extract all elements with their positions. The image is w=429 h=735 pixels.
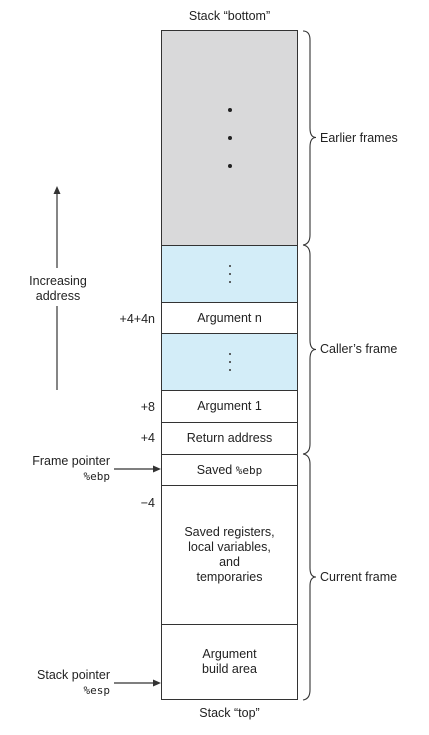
offset-saved-regs: −4 — [140, 496, 155, 510]
stack-pointer-label: Stack pointer %esp — [37, 668, 110, 697]
stack-pointer-arrow-icon — [114, 679, 161, 687]
callers-frame-label: Caller’s frame — [320, 342, 398, 356]
current-frame-label: Current frame — [320, 570, 398, 584]
caller-dots-block-2 — [162, 334, 297, 391]
earlier-frames-brace-icon — [302, 30, 317, 246]
caller-dots-block-1 — [162, 246, 297, 303]
argument-n-cell: Argument n — [162, 303, 297, 334]
argument-build-area-cell: Argument build area — [162, 625, 297, 698]
vertical-ellipsis-icon — [228, 350, 231, 374]
earlier-frames-block — [162, 31, 297, 246]
increasing-address-label: Increasing address — [29, 274, 87, 303]
offset-arg-1: +8 — [140, 400, 155, 414]
offset-return: +4 — [140, 431, 155, 445]
return-address-cell: Return address — [162, 423, 297, 455]
earlier-frames-label: Earlier frames — [320, 131, 398, 145]
vertical-ellipsis-icon — [228, 262, 231, 286]
argument-build-text: Argument build area — [202, 646, 257, 676]
stack-top-label: Stack “top” — [199, 706, 260, 720]
offset-arg-n: +4+4n — [119, 312, 155, 326]
increasing-address-arrow-icon — [53, 186, 61, 390]
stack-column: Argument n Argument 1 Return address Sav… — [161, 30, 298, 700]
current-frame-brace-icon — [302, 453, 317, 701]
argument-1-cell: Argument 1 — [162, 391, 297, 423]
vertical-ellipsis-icon — [227, 96, 232, 180]
frame-braces — [302, 30, 317, 701]
stack-bottom-label: Stack “bottom” — [188, 9, 271, 23]
saved-registers-cell: Saved registers, local variables, and te… — [162, 486, 297, 625]
frame-pointer-label: Frame pointer %ebp — [32, 454, 110, 483]
saved-ebp-cell: Saved %ebp — [162, 455, 297, 486]
saved-ebp-reg: %ebp — [235, 463, 263, 477]
saved-registers-text: Saved registers, local variables, and te… — [184, 525, 275, 584]
callers-frame-brace-icon — [302, 244, 317, 455]
saved-ebp-text: Saved — [196, 462, 236, 477]
frame-pointer-arrow-icon — [114, 465, 161, 473]
